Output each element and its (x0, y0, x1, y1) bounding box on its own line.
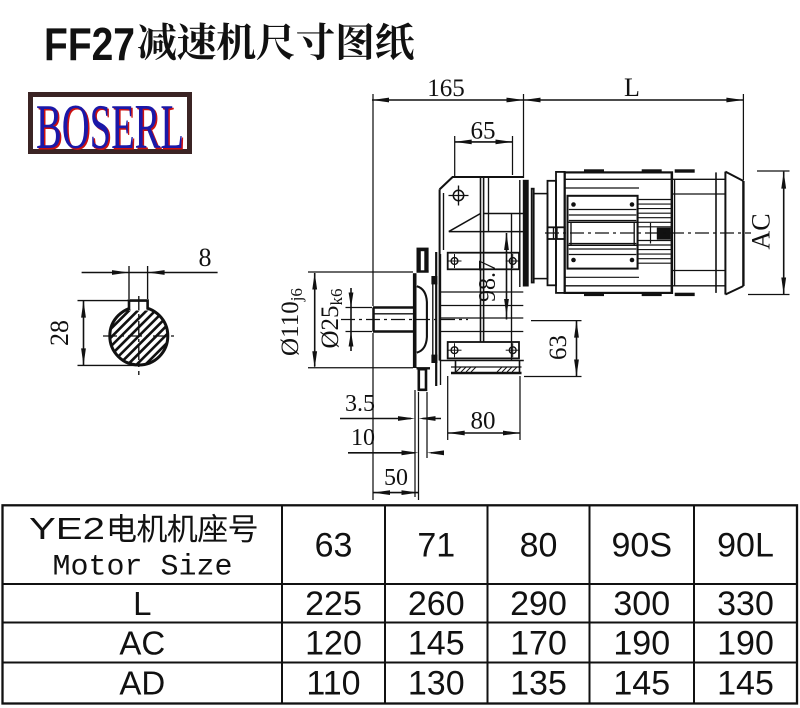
svg-text:Motor Size: Motor Size (52, 551, 232, 585)
svg-text:AC: AC (747, 213, 776, 249)
svg-text:120: 120 (305, 625, 362, 663)
svg-text:80: 80 (520, 527, 558, 565)
svg-text:YE2: YE2 (29, 511, 105, 546)
svg-text:BOSERL: BOSERL (36, 90, 184, 162)
svg-text:63: 63 (315, 527, 353, 565)
svg-text:80: 80 (471, 408, 496, 435)
svg-text:145: 145 (613, 665, 670, 703)
svg-text:190: 190 (717, 625, 774, 663)
svg-text:90S: 90S (612, 527, 673, 565)
svg-text:300: 300 (613, 585, 670, 623)
svg-text:AC: AC (119, 625, 165, 662)
svg-text:110: 110 (306, 665, 360, 703)
svg-text:225: 225 (305, 585, 362, 623)
svg-text:L: L (624, 73, 640, 102)
svg-text:130: 130 (408, 665, 465, 703)
svg-text:145: 145 (717, 665, 774, 703)
svg-text:63: 63 (545, 335, 572, 360)
svg-text:65: 65 (471, 118, 496, 145)
svg-text:AD: AD (119, 665, 165, 702)
svg-text:330: 330 (717, 585, 774, 623)
svg-text:145: 145 (408, 625, 465, 663)
svg-text:165: 165 (427, 75, 465, 102)
svg-text:28: 28 (45, 320, 74, 346)
svg-text:8: 8 (199, 243, 212, 272)
svg-text:190: 190 (613, 625, 670, 663)
svg-text:BOSERL: BOSERL (38, 92, 186, 164)
svg-text:L: L (133, 585, 151, 622)
svg-text:10: 10 (351, 425, 375, 451)
svg-text:FF27: FF27 (44, 18, 135, 70)
svg-text:50: 50 (384, 465, 408, 491)
svg-text:90L: 90L (717, 527, 774, 565)
svg-text:135: 135 (510, 665, 567, 703)
svg-text:290: 290 (510, 585, 567, 623)
svg-text:260: 260 (408, 585, 465, 623)
svg-text:98.7: 98.7 (475, 260, 501, 302)
svg-text:170: 170 (510, 625, 567, 663)
svg-text:3.5: 3.5 (345, 391, 375, 417)
svg-text:71: 71 (417, 527, 455, 565)
